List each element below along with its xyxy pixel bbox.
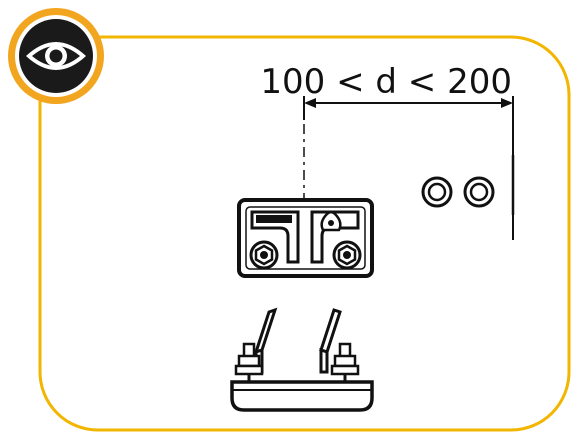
eye-icon xyxy=(8,8,104,104)
clamp-nut-right xyxy=(332,240,362,270)
rail-fittings xyxy=(421,176,495,208)
clamp-nut-left xyxy=(249,240,279,270)
bracket-part xyxy=(230,307,374,412)
clamp-block xyxy=(237,198,374,278)
dimension-label: 100 < d < 200 xyxy=(260,62,512,102)
